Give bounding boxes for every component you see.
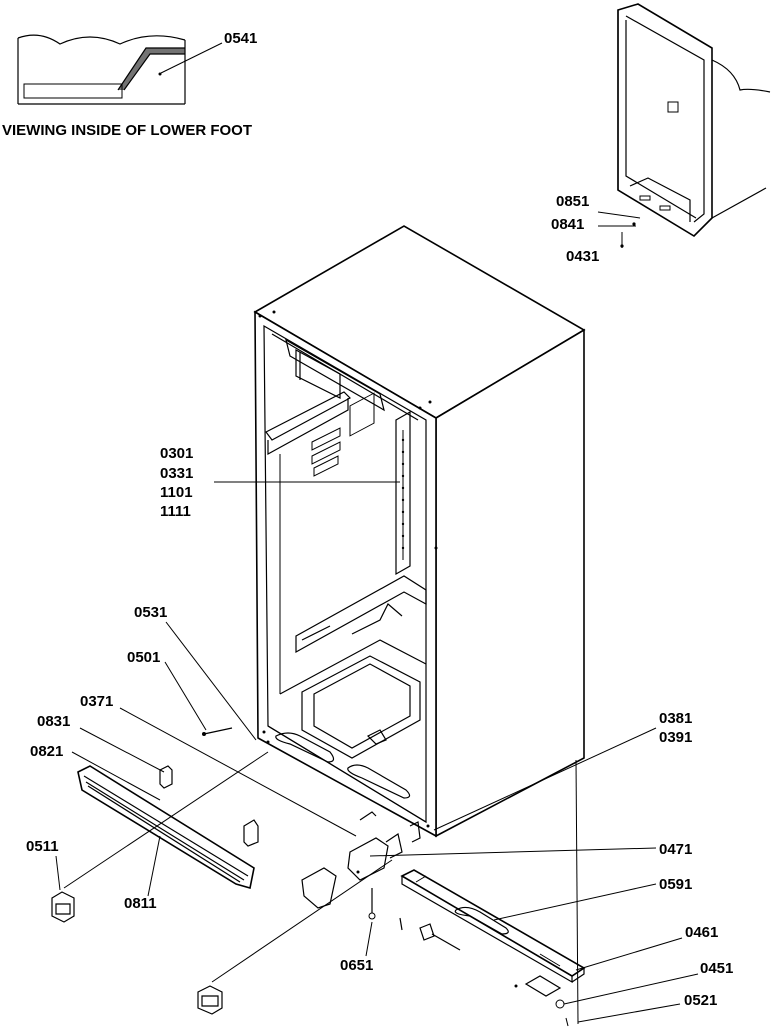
callout-0541: 0541 — [224, 30, 257, 47]
callout-0851: 0851 — [556, 193, 589, 210]
callout-0471: 0471 — [659, 841, 692, 858]
callout-0331: 0331 — [160, 465, 193, 482]
callout-0521: 0521 — [684, 992, 717, 1009]
lower-foot-inset — [17, 34, 223, 105]
callout-0841: 0841 — [551, 216, 584, 233]
callout-0461: 0461 — [685, 924, 718, 941]
refrigerator-cabinet — [253, 225, 586, 838]
callout-0501: 0501 — [127, 649, 160, 666]
callout-0531: 0531 — [134, 604, 167, 621]
callout-0381: 0381 — [659, 710, 692, 727]
rear-rail — [400, 869, 586, 984]
callout-0651: 0651 — [340, 957, 373, 974]
callout-0451: 0451 — [700, 960, 733, 977]
callout-0391: 0391 — [659, 729, 692, 746]
mounting-bracket — [159, 765, 259, 847]
callout-0821: 0821 — [30, 743, 63, 760]
small-hardware — [399, 917, 569, 1027]
inset-caption: VIEWING INSIDE OF LOWER FOOT — [2, 122, 252, 139]
callout-0511: 0511 — [26, 838, 59, 855]
mounting-bracket — [301, 811, 421, 909]
base-grille — [77, 765, 255, 890]
callout-1101: 1101 — [160, 484, 193, 501]
callout-1111: 1111 — [160, 503, 191, 520]
callout-0371: 0371 — [80, 693, 113, 710]
cabinet-rear-view — [597, 3, 771, 248]
callout-0301: 0301 — [160, 445, 193, 462]
mounting-screw — [368, 888, 376, 920]
leveling-leg — [51, 891, 75, 923]
callout-0591: 0591 — [659, 876, 692, 893]
callout-0831: 0831 — [37, 713, 70, 730]
callout-0811: 0811 — [124, 895, 157, 912]
leveling-leg — [197, 985, 223, 1015]
callout-0431: 0431 — [566, 248, 599, 265]
mounting-screw — [202, 727, 233, 736]
